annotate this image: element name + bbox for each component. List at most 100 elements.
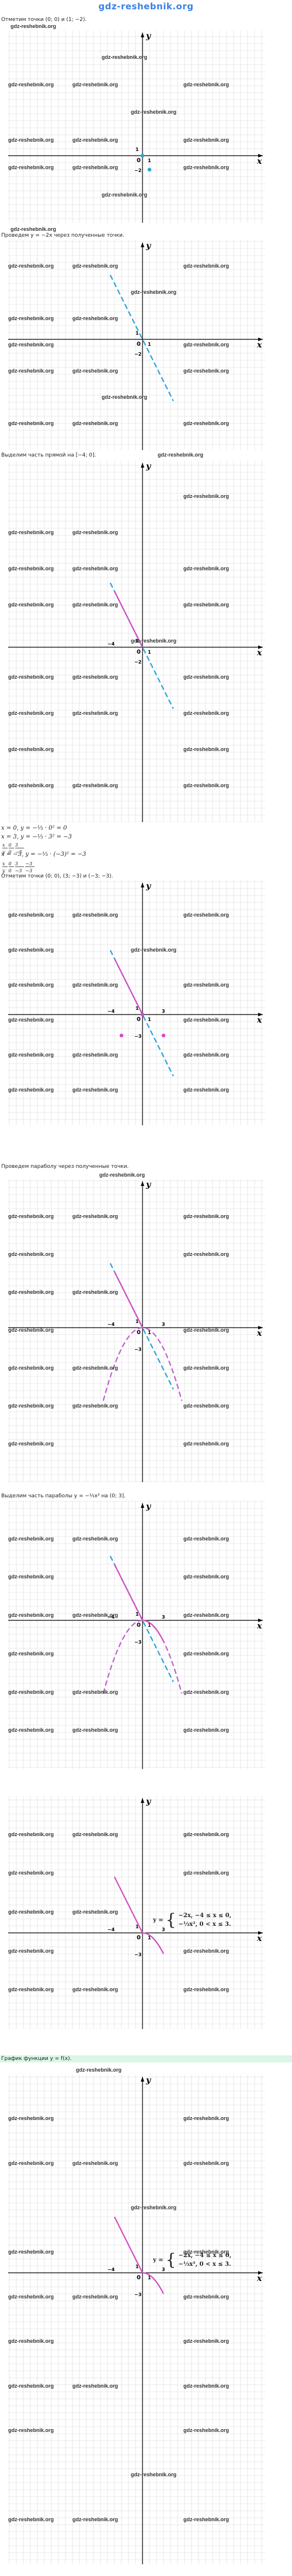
watermark: gdz-reshebnik.org (8, 263, 54, 269)
watermark: gdz-reshebnik.org (8, 2427, 54, 2433)
grid (8, 1179, 265, 1482)
tick-y-1: 1 (135, 331, 139, 336)
line-segment-highlight (114, 2216, 143, 2273)
origin-label: 0 (137, 1016, 141, 1023)
watermark: gdz-reshebnik.org (8, 1947, 54, 1954)
tick-y-minus2: −2 (134, 352, 141, 357)
watermark: gdz-reshebnik.org (8, 1251, 54, 1257)
watermark: gdz-reshebnik.org (72, 315, 119, 321)
tick-x-1: 1 (148, 650, 151, 655)
watermark: gdz-reshebnik.org (72, 674, 119, 680)
parabola-part-highlight (142, 2272, 164, 2294)
watermark: gdz-reshebnik.org (8, 2160, 54, 2166)
watermark: gdz-reshebnik.org (72, 1831, 119, 1837)
tick-x-minus4: −4 (107, 641, 115, 647)
watermark: gdz-reshebnik.org (72, 1535, 119, 1542)
piecewise-brace: { (165, 2252, 176, 2269)
watermark: gdz-reshebnik.org (8, 1574, 54, 1580)
watermark: gdz-reshebnik.org (8, 746, 54, 752)
watermark: gdz-reshebnik.org (8, 1017, 54, 1023)
x-axis-arrow (258, 1013, 263, 1016)
watermark: gdz-reshebnik.org (8, 674, 54, 680)
watermark: gdz-reshebnik.org (183, 1831, 230, 1837)
watermark: gdz-reshebnik.org (72, 1727, 119, 1733)
piecewise-row-1: −2x, −4 ≤ x ≤ 0, (178, 1912, 232, 1919)
watermark: gdz-reshebnik.org (183, 1870, 230, 1876)
tick-y-minus2: −2 (134, 168, 141, 173)
x-axis-label: x (256, 341, 262, 350)
watermark: gdz-reshebnik.org (8, 136, 54, 143)
watermark: gdz-reshebnik.org (8, 782, 54, 788)
tick-y-minus3: −3 (134, 1034, 141, 1039)
watermark: gdz-reshebnik.org (183, 746, 230, 752)
watermark: gdz-reshebnik.org (8, 529, 54, 535)
watermark: gdz-reshebnik.org (183, 2427, 230, 2433)
watermark: gdz-reshebnik.org (72, 1052, 119, 1058)
watermark: gdz-reshebnik.org (8, 2293, 54, 2300)
origin-label: 0 (137, 649, 141, 655)
watermark: gdz-reshebnik.org (72, 529, 119, 535)
x-axis-arrow (258, 2271, 263, 2275)
origin-label: 0 (137, 341, 141, 348)
calc-line3: x = −3, y = −⅓ · (−3)² = −3 (1, 851, 86, 858)
watermark: gdz-reshebnik.org (131, 638, 177, 644)
watermark: gdz-reshebnik.org (102, 54, 148, 61)
y-axis-arrow (141, 1181, 144, 1186)
watermark: gdz-reshebnik.org (183, 2516, 230, 2522)
watermark: gdz-reshebnik.org (183, 1017, 230, 1023)
grid (8, 30, 265, 223)
tick-y-minus3: −3 (134, 2292, 141, 2297)
watermark: gdz-reshebnik.org (8, 2338, 54, 2345)
watermark: gdz-reshebnik.org (183, 1727, 230, 1733)
y-axis-arrow (141, 243, 144, 247)
tick-x-1: 1 (148, 158, 151, 163)
tick-y-minus3: −3 (134, 1952, 141, 1957)
watermark: gdz-reshebnik.org (183, 1535, 230, 1542)
grid (8, 2075, 265, 2564)
watermark: gdz-reshebnik.org (72, 164, 119, 170)
watermark: gdz-reshebnik.org (183, 2293, 230, 2300)
watermark: gdz-reshebnik.org (72, 368, 119, 374)
piecewise-row-2: −⅓x², 0 < x ≤ 3. (178, 2261, 231, 2268)
watermark: gdz-reshebnik.org (8, 1052, 54, 1058)
tick-y-1: 1 (135, 147, 139, 152)
watermark: gdz-reshebnik.org (183, 1052, 230, 1058)
watermark: gdz-reshebnik.org (183, 1327, 230, 1333)
watermark: gdz-reshebnik.org (131, 2472, 177, 2478)
watermark: gdz-reshebnik.org (8, 912, 54, 918)
watermark: gdz-reshebnik.org (72, 1087, 119, 1093)
watermark: gdz-reshebnik.org (183, 1612, 230, 1619)
watermark: gdz-reshebnik.org (183, 1650, 230, 1656)
y-axis-label: y (145, 1180, 151, 1189)
watermark: gdz-reshebnik.org (183, 1689, 230, 1695)
x-axis-arrow (258, 154, 263, 157)
watermark: gdz-reshebnik.org (183, 912, 230, 918)
watermark: gdz-reshebnik.org (183, 342, 230, 348)
grid (8, 240, 265, 450)
watermark: gdz-reshebnik.org (8, 2516, 54, 2522)
watermark: gdz-reshebnik.org (102, 394, 148, 400)
watermark: gdz-reshebnik.org (183, 1087, 230, 1093)
watermark: gdz-reshebnik.org (72, 1365, 119, 1371)
watermark: gdz-reshebnik.org (183, 674, 230, 680)
watermark: gdz-reshebnik.org (183, 136, 230, 143)
watermark: gdz-reshebnik.org (8, 420, 54, 426)
watermark: gdz-reshebnik.org (8, 1727, 54, 1733)
y-axis-label: y (145, 462, 151, 471)
step-1-caption: Отметим точки (0; 0) и (1; −2). (1, 17, 87, 23)
watermark: gdz-reshebnik.org (8, 710, 54, 716)
origin-label: 0 (137, 1935, 141, 1941)
watermark: gdz-reshebnik.org (8, 1213, 54, 1219)
tick-x-3: 3 (162, 1615, 165, 1620)
tick-x-minus4: −4 (107, 1322, 115, 1327)
watermark: gdz-reshebnik.org (131, 947, 177, 953)
watermark: gdz-reshebnik.org (183, 1403, 230, 1409)
step-4-caption: Отметим точки (0; 0), (3; −3) и (−3; −3)… (1, 873, 113, 879)
site-name: gdz-reshebnik.org (98, 1, 194, 12)
